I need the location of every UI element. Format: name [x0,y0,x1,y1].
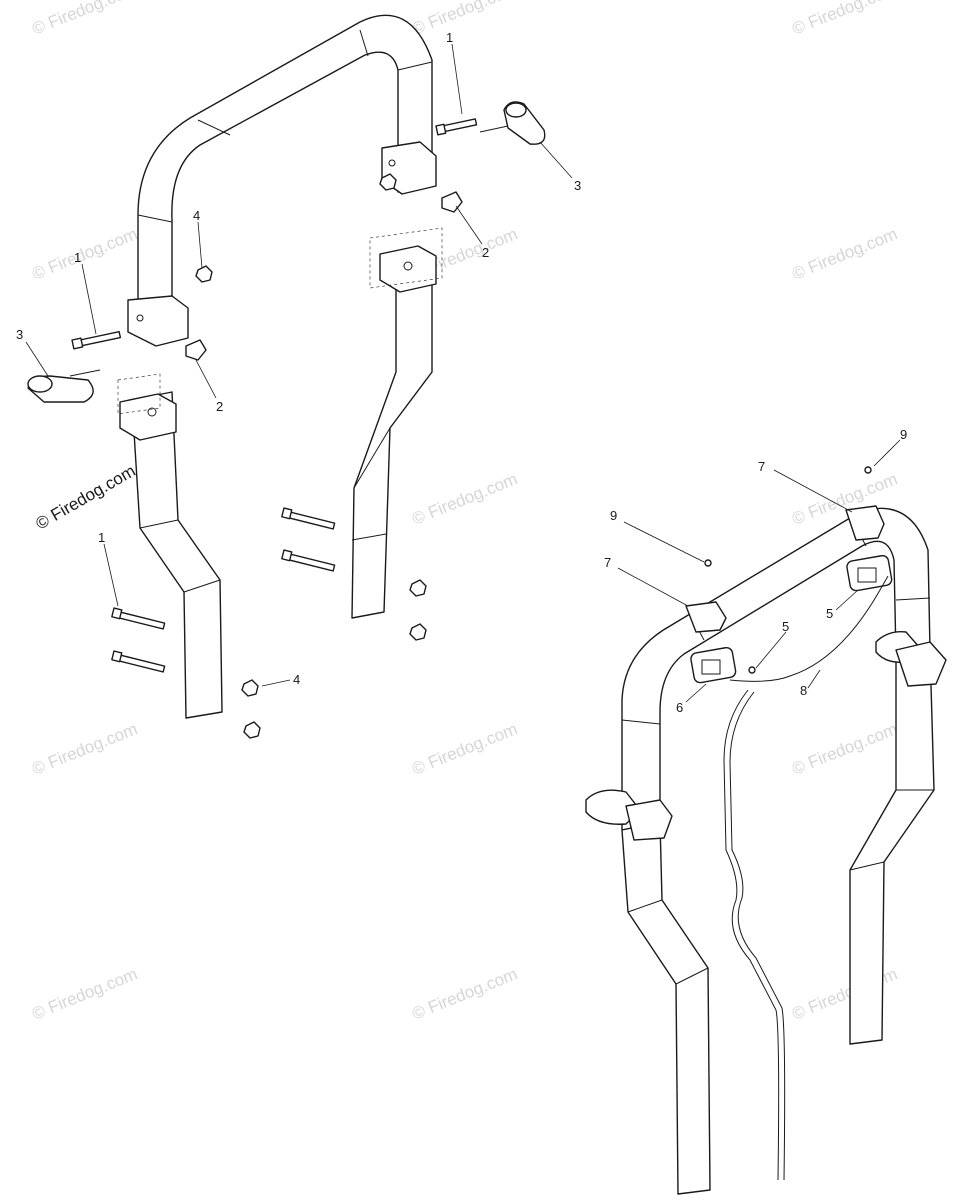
bolt-1-upper-left [71,330,122,350]
assembled-lower-right-leg [849,649,935,1045]
callout-8: 8 [800,683,807,698]
lock-pin-3-left [27,369,101,403]
wire-harness-8 [723,575,889,1181]
callout-5: 5 [826,606,833,621]
callout-4: 4 [193,208,200,223]
leaders-left [25,43,573,687]
watermark: © Firedog.com [29,964,140,1023]
watermark: © Firedog.com [789,964,900,1023]
upper-hinge-bracket-left [127,295,189,347]
work-light-right [846,554,893,592]
callout-4: 4 [293,672,300,687]
lower-roll-bar-left [131,391,223,719]
watermark: © Firedog.com [409,0,520,39]
callout-2: 2 [482,245,489,260]
leaders-right [617,439,901,703]
nut-4-upper [195,265,213,283]
watermark: © Firedog.com [29,719,140,778]
callout-1: 1 [446,30,453,45]
fastener-5-small [748,666,756,674]
lock-pin-3-right [479,101,546,145]
knob-2-right [441,191,463,213]
callout-5: 5 [782,619,789,634]
assembled-latch-left [585,789,673,841]
watermark: © Firedog.com [409,469,520,528]
callout-labels: 1 3 2 4 1 3 2 1 4 9 7 9 7 5 5 6 8 [16,30,907,715]
callout-6: 6 [676,700,683,715]
callout-9: 9 [610,508,617,523]
callout-3: 3 [16,327,23,342]
assembled-latch-right [875,631,947,687]
watermark: © Firedog.com [789,224,900,283]
bracket-7-rear [845,505,885,541]
watermark: © Firedog.com [789,719,900,778]
watermark: © Firedog.com [789,0,900,39]
bracket-7-front [685,601,727,633]
lower-hinge-bracket-left [117,373,177,441]
nut-small-right [379,173,427,641]
bolt-1-upper-right [435,118,478,136]
knob-2-left [185,339,207,361]
bolt-1-lower-left [111,607,166,673]
lower-roll-bar-right [351,257,433,619]
watermark: © Firedog.com [29,224,140,283]
assembled-lower-left-leg [621,821,711,1195]
nut-4-lower [241,679,261,739]
bolt-1-lower-right [281,507,336,572]
callout-3: 3 [574,178,581,193]
callout-1: 1 [74,250,81,265]
primary-watermark: © Firedog.com [33,461,139,533]
callout-7: 7 [604,555,611,570]
watermark: © Firedog.com [409,719,520,778]
screw-9-rear [864,466,872,474]
lower-hinge-bracket-right [369,227,443,293]
callout-9: 9 [900,427,907,442]
callout-7: 7 [758,459,765,474]
callout-2: 2 [216,399,223,414]
callout-1: 1 [98,530,105,545]
screw-9-front [704,559,712,567]
work-light-left [690,646,737,684]
watermark: © Firedog.com [409,964,520,1023]
watermark: © Firedog.com [29,0,140,39]
